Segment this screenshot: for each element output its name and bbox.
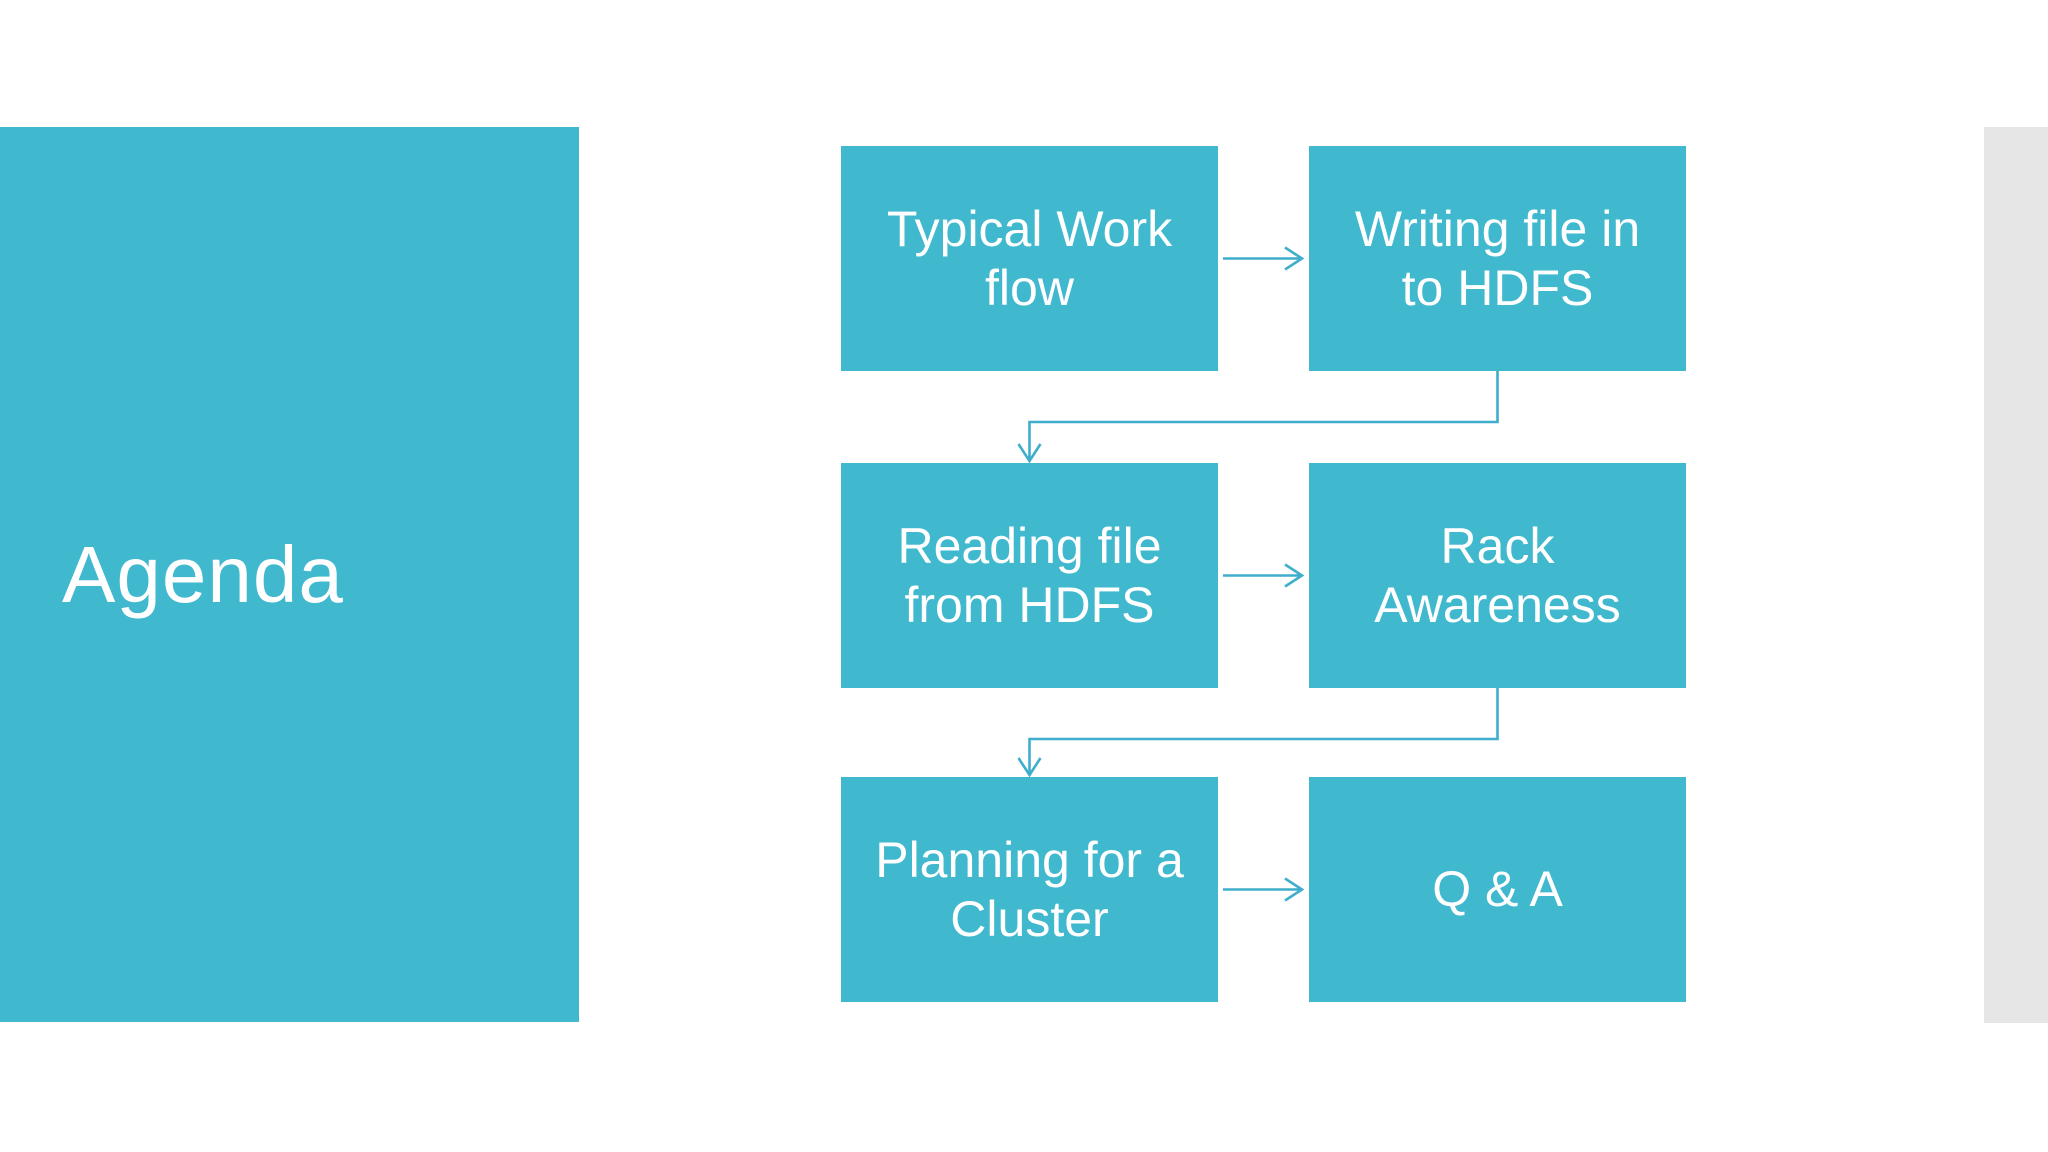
side-rail — [1984, 127, 2048, 1023]
flow-box-typical-workflow: Typical Work flow — [841, 146, 1218, 371]
connector-arrow-5 — [1223, 877, 1305, 902]
flow-box-rack-awareness: Rack Awareness — [1309, 463, 1686, 688]
connector-arrow-4 — [1017, 688, 1499, 778]
flow-box-writing-file-hdfs: Writing file in to HDFS — [1309, 146, 1686, 371]
agenda-panel: Agenda — [0, 127, 579, 1022]
slide-title: Agenda — [62, 529, 344, 619]
flow-box-planning-cluster: Planning for a Cluster — [841, 777, 1218, 1002]
connector-arrow-1 — [1223, 246, 1305, 271]
flow-box-q-and-a: Q & A — [1309, 777, 1686, 1002]
connector-arrow-3 — [1223, 563, 1305, 588]
connector-arrow-2 — [1017, 371, 1499, 464]
flow-box-reading-file-hdfs: Reading file from HDFS — [841, 463, 1218, 688]
